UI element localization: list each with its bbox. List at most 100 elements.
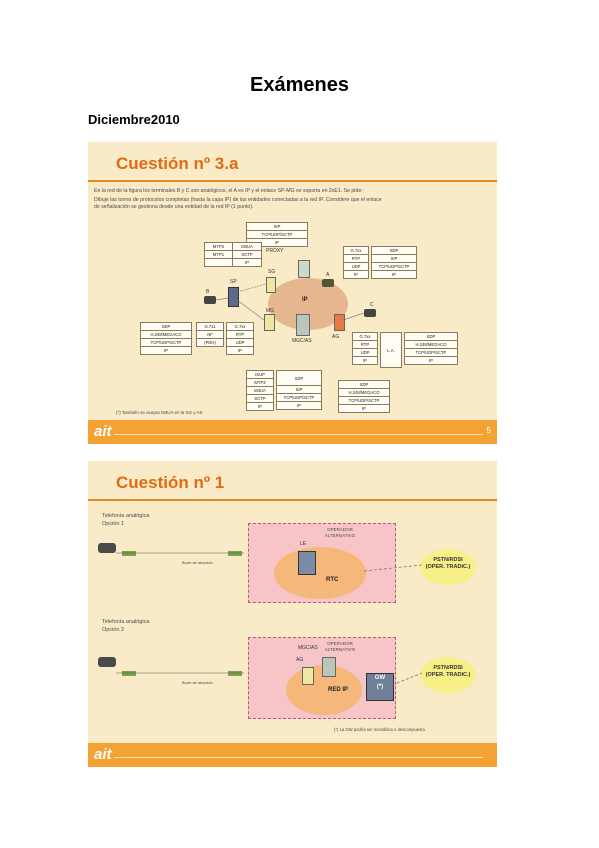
proto-cell: ISUP (246, 370, 274, 379)
proto-cell: SDP (404, 332, 458, 341)
pstn-label-line2: (OPER. TRADIC.) (425, 563, 471, 570)
proto-cell: IP (404, 356, 458, 365)
phone-icon-1 (98, 543, 116, 553)
footer-rule (114, 434, 483, 435)
slide-title: Cuestión nº 3.a (116, 154, 239, 173)
label-mg: MG (266, 308, 275, 314)
proto-cell: SIP (276, 385, 322, 394)
label-ip: IP (302, 297, 308, 303)
phone-c-icon (364, 309, 376, 317)
proto-cell: MTP3 (246, 378, 274, 387)
le-switch-icon (298, 551, 316, 575)
proto-cell: TCP/UDP/SCTP (338, 396, 390, 405)
proto-cell: G.7xx (226, 322, 254, 331)
proto-stack-ag-megaco: SDP H.248/MEGACO TCP/UDP/SCTP IP (404, 332, 458, 365)
proto-stack-mgc-isup: ISUP MTP3 M3UA SCTP IP (246, 370, 274, 411)
proto-cell: UDP (226, 338, 254, 347)
label-sp: SP (230, 279, 237, 285)
pstn-label-line2: (OPER. TRADIC.) (425, 671, 471, 678)
footnote: (*) También se acepta M3UA en la SG y AS (116, 410, 203, 415)
title-rule (88, 180, 497, 182)
option2-title: Telefonía analógica (102, 619, 150, 625)
proto-cell: TCP/UDP/SCTP (140, 338, 192, 347)
label-red-ip: RED IP (327, 687, 348, 693)
proto-cell: IP (140, 346, 192, 355)
label-rtc: RTC (326, 577, 339, 583)
proto-stack-mg-rtp: G.7xx RTP UDP IP (226, 322, 254, 355)
proto-stack-ag-la: L.A. (380, 332, 402, 368)
label-ag: AG (296, 657, 304, 663)
proto-stack-mgc-megaco: SDP H.248/MEGACO TCP/UDP/SCTP IP (338, 380, 390, 413)
question-line-2: Dibuje las torres de protocolos completa… (94, 197, 382, 203)
phone-b-icon (204, 296, 216, 304)
question-line-3: de señalización se gestiona desde una en… (94, 204, 254, 210)
slide-title: Cuestión nº 1 (116, 473, 225, 492)
option1-title: Telefonía analógica (102, 513, 150, 519)
proto-cell: IP (343, 270, 369, 279)
modem-icon-1a (122, 551, 136, 556)
link-sp-sg (236, 283, 267, 293)
proto-cell: RTP (352, 340, 378, 349)
proto-cell: H.248/MEGACO (404, 340, 458, 349)
proto-cell: SDP (140, 322, 192, 331)
slide-footer: ait 5 (88, 420, 497, 444)
proto-cell: IP (246, 402, 274, 411)
phone-a-icon (322, 279, 334, 287)
slide-footer: ait (88, 743, 497, 767)
label-c: C (370, 302, 374, 308)
proto-cell: RTP (226, 330, 254, 339)
proto-cell: IP (352, 356, 378, 365)
gw-label: GW (374, 675, 386, 681)
gw-note: (*) (376, 684, 384, 690)
proto-stack-a-signal: SDP SIP TCP/UDP/SCTP IP (371, 246, 417, 279)
bucle-label-1: Bucle de abonado (182, 561, 213, 565)
proto-stack-a-media: G.7xx RTP UDP IP (343, 246, 369, 279)
label-le: LE (300, 541, 307, 547)
label-b: B (206, 289, 210, 295)
ag-node-icon (302, 667, 314, 685)
link-b-sp (215, 297, 229, 301)
proto-cell: (PDH) (196, 338, 224, 347)
label-proxy: PROXY (266, 248, 284, 254)
operador-label-2: OPERADOR ALTERNATIVO (324, 641, 356, 652)
option1-subtitle: Opción 1 (102, 521, 125, 527)
label-mgcas: MGC/AS (292, 338, 312, 344)
label-sg: SG (268, 269, 276, 275)
proto-cell: TCP/UDP/SCTP (404, 348, 458, 357)
title-rule (88, 499, 497, 501)
proto-cell: IP (338, 404, 390, 413)
link-ag-c (342, 312, 365, 321)
document-title: Exámenes (250, 74, 349, 96)
slide-cuestion-3a: Cuestión nº 3.a En la red de la figura l… (88, 142, 497, 444)
proto-cell: G.711 (196, 322, 224, 331)
proto-cell: SDP (338, 380, 390, 389)
proto-cell: IP (276, 401, 322, 410)
proto-cell: IP (226, 346, 254, 355)
ait-logo: ait (94, 423, 112, 440)
modem-icon-2a (122, 671, 136, 676)
operador-label-1: OPERADOR ALTERNATIVO (324, 527, 356, 538)
modem-icon-2b (228, 671, 242, 676)
proto-cell (203, 258, 234, 267)
proto-stack-mg-pdh: G.711 NF (PDH) (196, 322, 224, 347)
footer-rule (114, 757, 483, 758)
proto-cell: SCTP (246, 394, 274, 403)
network-links (215, 283, 365, 321)
section-heading: Diciembre2010 (88, 112, 180, 127)
slide-cuestion-1: Cuestión nº 1 Telefonía analógica Opción… (88, 461, 497, 767)
proto-cell: IP (232, 258, 262, 267)
proto-cell: SDP (276, 370, 322, 386)
dashed-opt2 (391, 672, 423, 686)
gw-footnote: (*) La GW podría ser monolítica o descom… (334, 727, 425, 732)
proto-cell: UDP (352, 348, 378, 357)
bucle-label-2: Bucle de abonado (182, 681, 213, 685)
question-line-1: En la red de la figura los terminales B … (94, 188, 363, 194)
link-sp-mg (236, 299, 265, 321)
ait-logo: ait (94, 746, 112, 763)
sg-node-icon (266, 277, 276, 293)
pstn-label-line1: PSTN/RDSI (433, 665, 463, 671)
mgcas-node-icon (322, 657, 336, 677)
proto-stack-mgc-left: SDP H.248/MEGACO TCP/UDP/SCTP IP (140, 322, 192, 355)
option2-subtitle: Opción 2 (102, 627, 125, 633)
label-ag: AG (332, 334, 340, 340)
